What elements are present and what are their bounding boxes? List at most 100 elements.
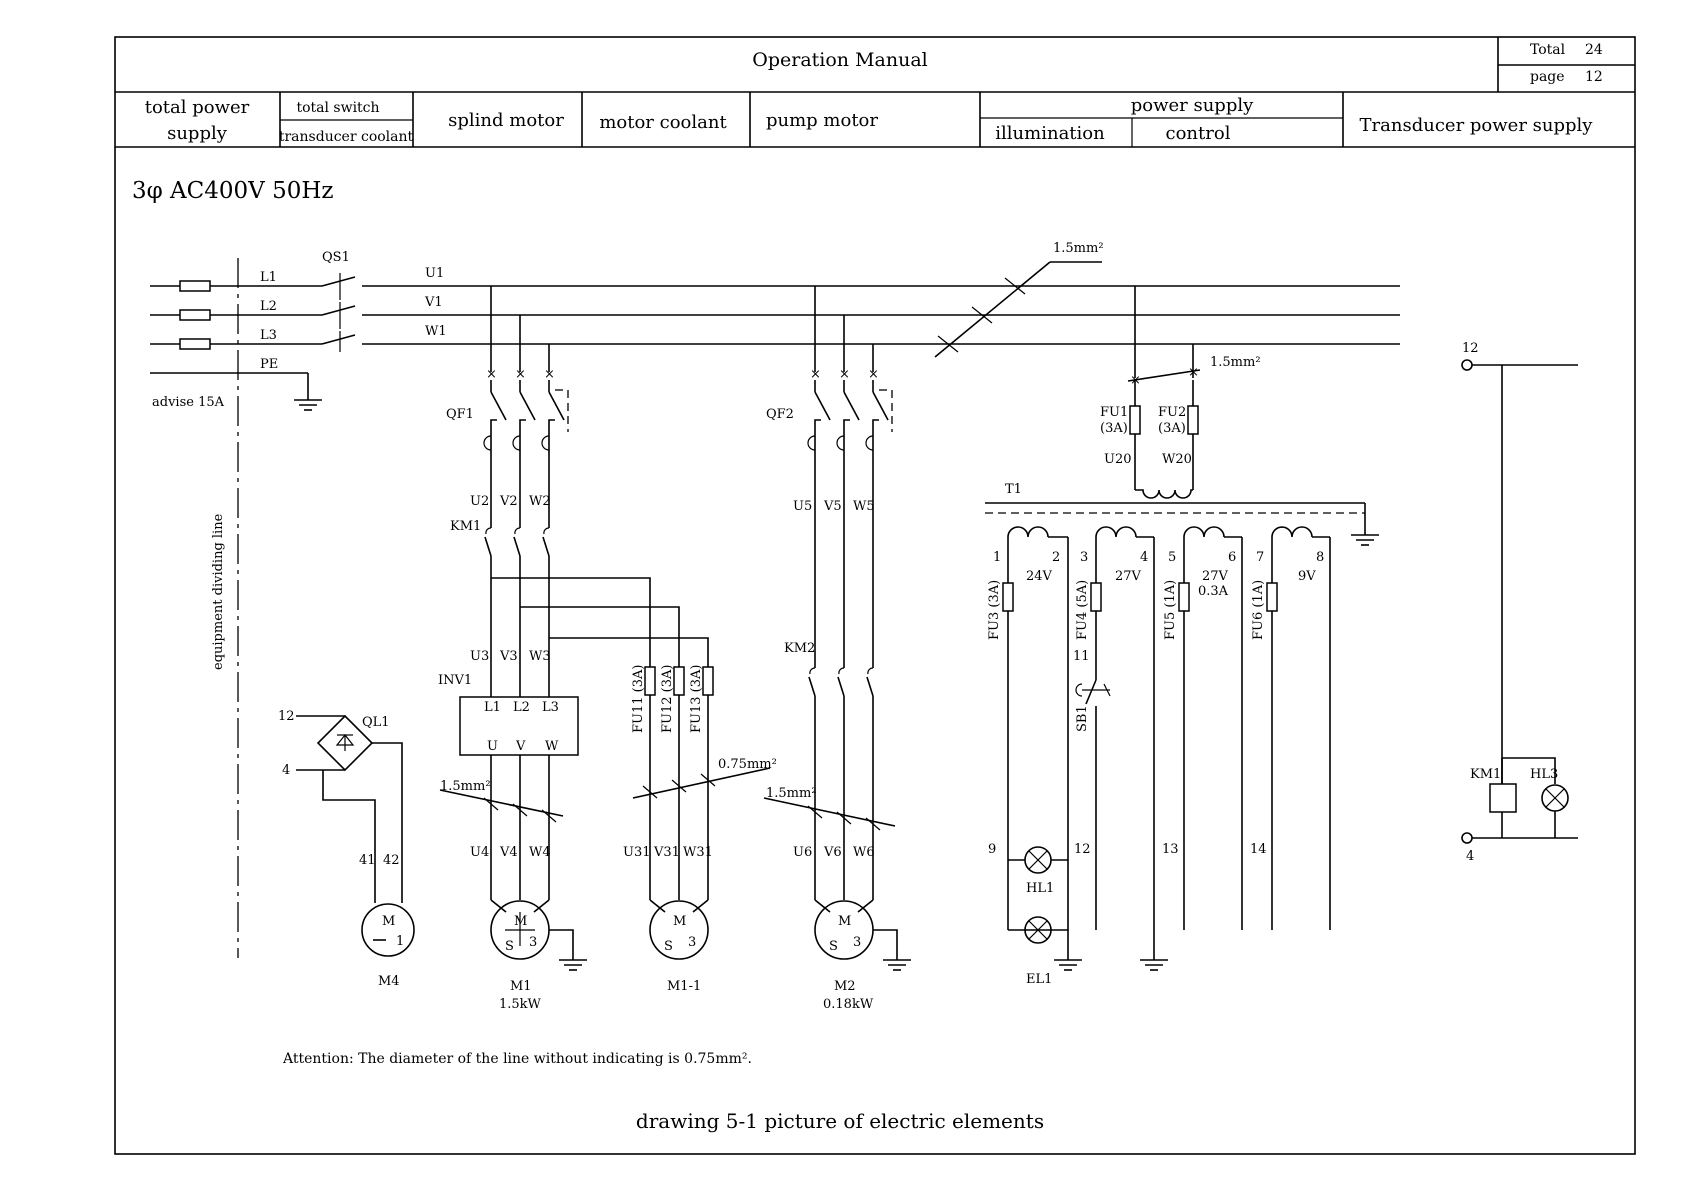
qs1-switch — [321, 273, 1400, 352]
label-qs1: QS1 — [322, 250, 350, 265]
label-m2: M2 — [834, 979, 856, 994]
label-tr-4: 4 — [1466, 849, 1474, 864]
fuse-l1 — [179, 280, 211, 292]
label-u3: U3 — [470, 649, 489, 664]
inverter-inv1 — [459, 696, 579, 756]
label-u20: U20 — [1104, 452, 1132, 467]
svg-text:×: × — [810, 367, 821, 382]
section-illumination: illumination — [995, 123, 1105, 144]
label-tr-12: 12 — [1462, 341, 1479, 356]
label-ql1: QL1 — [362, 715, 390, 730]
label-u1: U1 — [425, 266, 444, 281]
inv1-terminal-l1: L1 — [484, 700, 501, 715]
label-fu4: FU4 (5A) — [1075, 580, 1090, 640]
coolant-branch: FU11 (3A) FU12 (3A) FU13 (3A) 0.75mm² U3… — [623, 665, 777, 994]
motor-m2 — [814, 900, 874, 960]
inv1-terminal-l3: L3 — [542, 700, 559, 715]
label-v6: V6 — [823, 845, 842, 860]
label-fu2: FU2 — [1158, 405, 1186, 420]
m11-phase: 3 — [688, 935, 696, 950]
label-fu6: FU6 (1A) — [1251, 580, 1266, 640]
label-14: 14 — [1250, 842, 1267, 857]
label-0-3a: 0.3A — [1198, 584, 1229, 599]
label-12-b: 12 — [1074, 842, 1091, 857]
m4-branch: 12 4 QL1 41 42 M 1 M4 — [278, 709, 415, 989]
m2-phase: 3 — [853, 935, 861, 950]
label-w2: W2 — [529, 494, 551, 509]
label-v3: V3 — [499, 649, 518, 664]
label-m2-power: 0.18kW — [823, 997, 874, 1012]
title-block: Operation Manual Total 24 page 12 — [114, 36, 1636, 1155]
m11-s: S — [664, 939, 673, 954]
label-u2: U2 — [470, 494, 489, 509]
attention-note: Attention: The diameter of the line with… — [282, 1051, 752, 1067]
m1-phase: 3 — [529, 935, 537, 950]
label-v5: V5 — [823, 499, 842, 514]
label-tap-1: 1 — [993, 550, 1001, 565]
label-fu3: FU3 (3A) — [987, 580, 1002, 640]
svg-text:×: × — [515, 367, 526, 382]
section-transducer-power-supply: Transducer power supply — [1360, 115, 1594, 136]
fuse-l2 — [179, 309, 211, 321]
label-v2: V2 — [499, 494, 518, 509]
label-m1-1: M1-1 — [667, 979, 701, 994]
label-u6: U6 — [793, 845, 812, 860]
label-41: 41 — [359, 853, 376, 868]
label-fu2-rating: (3A) — [1158, 421, 1186, 436]
label-m1: M1 — [510, 979, 532, 994]
motor-m1-1 — [649, 900, 709, 960]
label-42: 42 — [383, 853, 400, 868]
relay-km1-coil — [1489, 783, 1517, 813]
wire-size-transformer: 1.5mm² — [1210, 355, 1261, 370]
label-fu11: FU11 (3A) — [631, 665, 646, 733]
m11-symbol: M — [673, 914, 686, 929]
label-w4: W4 — [529, 845, 551, 860]
section-total-power-supply-2: supply — [167, 123, 228, 144]
label-24v: 24V — [1026, 569, 1053, 584]
label-pe: PE — [260, 357, 278, 372]
label-hl1: HL1 — [1026, 881, 1054, 896]
page-title: Operation Manual — [752, 49, 927, 71]
transducer-supply-branch: 12 KM1 HL3 4 — [1461, 341, 1578, 864]
incoming-supply: L1 L2 L3 PE advise 15A equipment dividin… — [150, 241, 1400, 958]
label-m4: M4 — [378, 974, 400, 989]
total-value: 24 — [1585, 42, 1603, 58]
section-control: control — [1166, 123, 1231, 144]
section-header-row: total power supply total switch transduc… — [145, 92, 1594, 147]
dividing-line-label: equipment dividing line — [211, 513, 226, 670]
label-tap-7: 7 — [1256, 550, 1264, 565]
wire-size-pump: 1.5mm² — [766, 786, 817, 801]
inv1-terminal-u: U — [487, 739, 498, 754]
lamp-el1 — [1024, 916, 1052, 944]
page-number: 12 — [1585, 69, 1603, 85]
section-total-switch: total switch — [296, 100, 379, 116]
wire-size-spindle: 1.5mm² — [440, 779, 491, 794]
label-27v: 27V — [1115, 569, 1142, 584]
label-11: 11 — [1073, 649, 1090, 664]
m1-symbol: M — [514, 914, 527, 929]
label-v1: V1 — [424, 295, 443, 310]
transformer-branch: ×× 1.5mm² FU1 (3A) FU2 (3A) U20 W20 T1 1… — [985, 286, 1380, 987]
total-label: Total — [1530, 42, 1566, 58]
fuse-l3 — [179, 338, 211, 350]
svg-text:×: × — [544, 367, 555, 382]
spindle-branch: ××× QF1 U2 V2 W2 KM1 U3 V3 W3 INV1 L1 L2… — [438, 286, 709, 1012]
label-l2: L2 — [260, 299, 277, 314]
svg-text:×: × — [868, 367, 879, 382]
label-v4: V4 — [499, 845, 518, 860]
m1-s: S — [505, 939, 514, 954]
inv1-terminal-l2: L2 — [513, 700, 530, 715]
m4-symbol: M — [382, 914, 395, 929]
label-km1-contacts: KM1 — [450, 519, 481, 534]
svg-text:×: × — [839, 367, 850, 382]
label-fu13: FU13 (3A) — [689, 665, 704, 733]
label-fu12: FU12 (3A) — [660, 665, 675, 733]
label-v31: V31 — [653, 845, 680, 860]
label-13: 13 — [1162, 842, 1179, 857]
label-ql1-in-4: 4 — [282, 763, 290, 778]
label-9: 9 — [988, 842, 996, 857]
label-tap-5: 5 — [1168, 550, 1176, 565]
label-u31: U31 — [623, 845, 651, 860]
section-total-power-supply: total power — [145, 97, 250, 118]
